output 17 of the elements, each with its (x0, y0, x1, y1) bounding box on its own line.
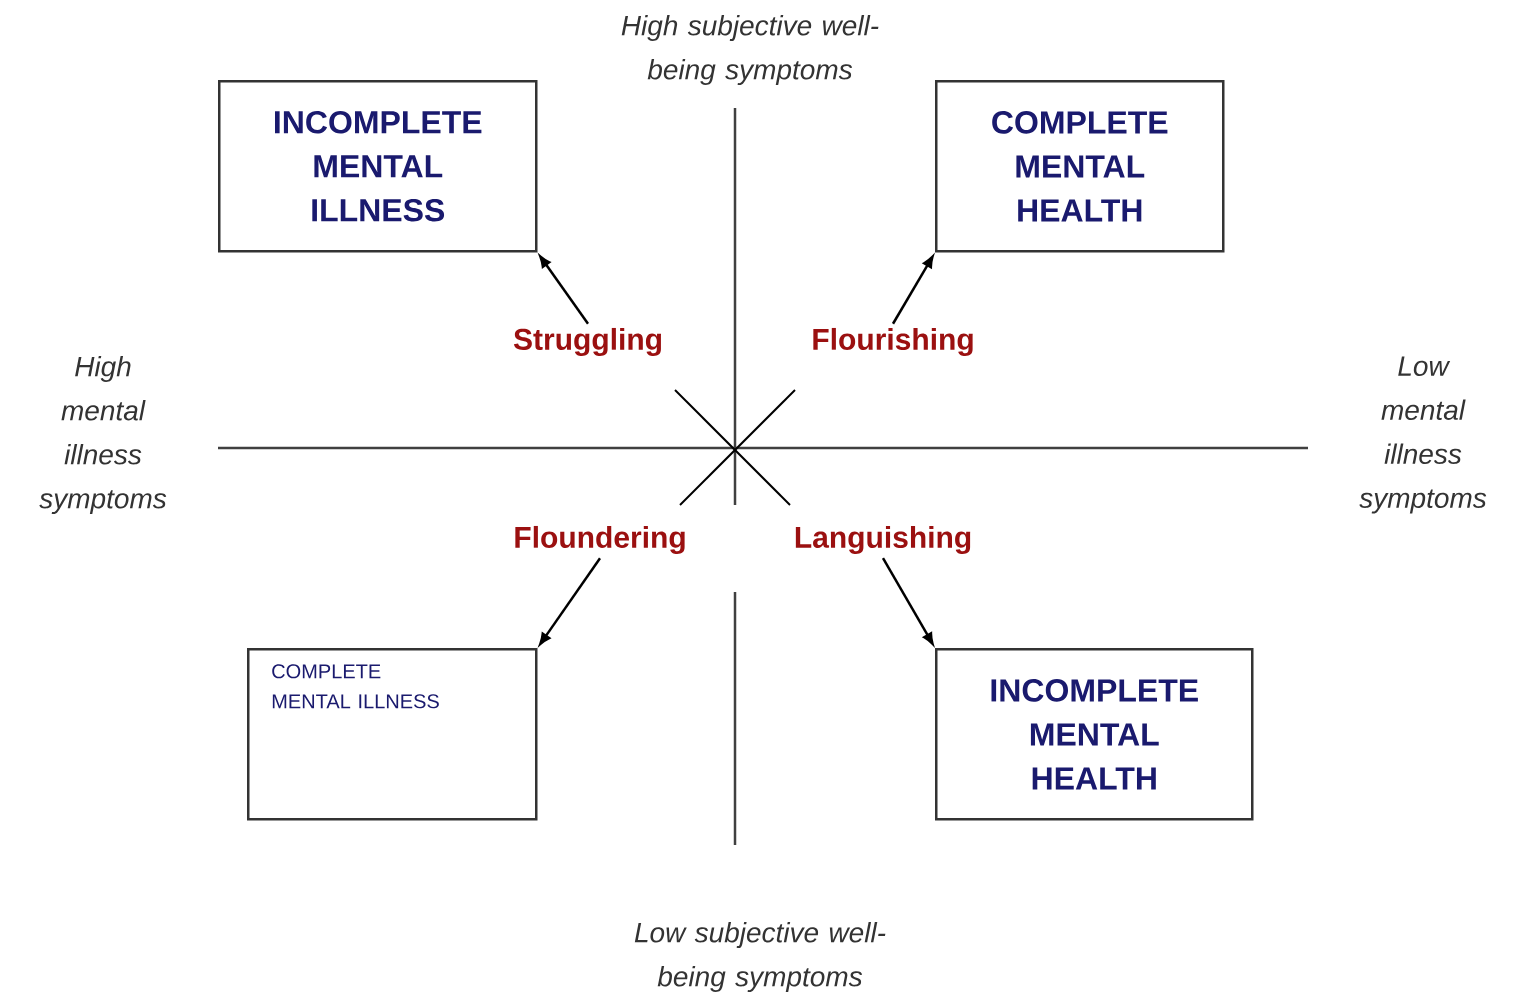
axis-label: Low mental illness symptoms (1359, 356, 1487, 514)
state-label: Floundering (515, 525, 685, 555)
axis-label: Low subjective well-being symptoms (634, 921, 886, 993)
arrow (539, 557, 602, 645)
state-box: COMPLETE MENTAL HEALTH (935, 80, 1225, 253)
state-label: Flourishing (813, 327, 973, 357)
arrow (539, 255, 590, 325)
state-box: INCOMPLETE MENTAL ILLNESS (218, 80, 538, 253)
arrow (881, 557, 934, 645)
state-box: INCOMPLETE MENTAL HEALTH (935, 648, 1254, 821)
axis-label: High subjective well-being symptoms (621, 14, 879, 86)
state-box (247, 648, 538, 821)
state-label: Languishing (795, 525, 971, 555)
box-text: COMPLETE MENTAL ILLNESS (272, 664, 439, 709)
arrow (891, 255, 934, 325)
state-label: Struggling (513, 327, 661, 357)
axis-label: High mental illness symptoms (39, 355, 167, 515)
